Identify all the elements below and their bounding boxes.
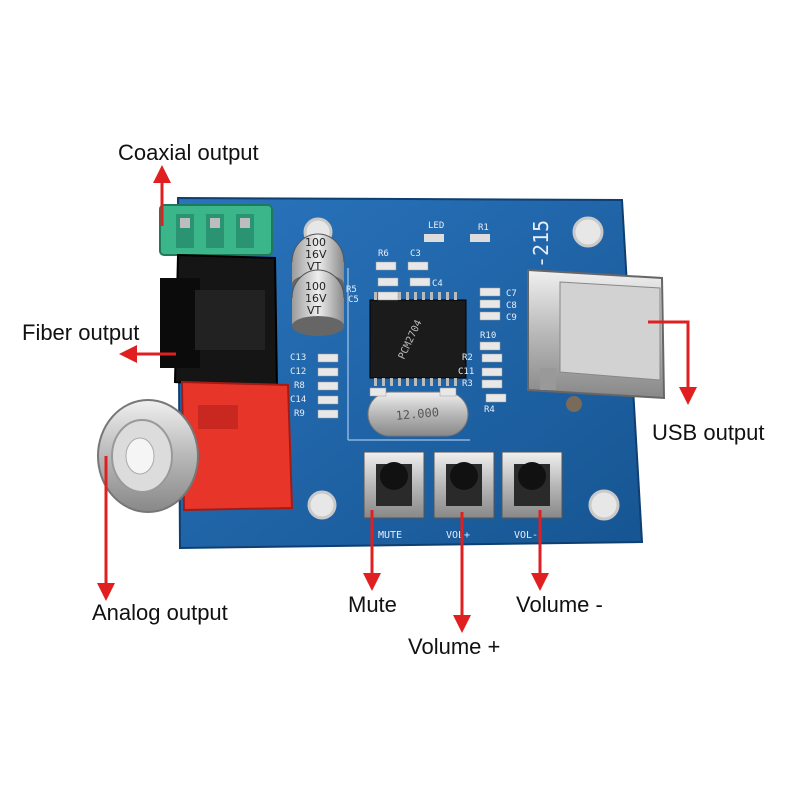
silk-c13: C13 <box>290 353 306 363</box>
cap2-line3: VT <box>307 304 322 317</box>
fiber-connector <box>160 253 279 390</box>
usb-connector <box>527 268 666 412</box>
coaxial-output-label: Coaxial output <box>118 140 259 165</box>
crystal-label: 12.000 <box>395 405 439 423</box>
silk-c3: C3 <box>410 249 421 259</box>
mute-silk: MUTE <box>378 530 402 541</box>
led-label: LED <box>428 221 444 231</box>
silk-r3: R3 <box>462 379 473 389</box>
model-label: -215 <box>529 220 553 268</box>
silk-r5: R5 <box>346 285 357 295</box>
cap1-line1: 100 <box>305 236 326 249</box>
smd-labels: LED R1 R6 C3 C4 R5 C5 C13 C12 R8 C14 R9 … <box>290 221 517 419</box>
coaxial-connector <box>159 204 273 256</box>
pcm-chip: PCM2704 <box>369 292 467 386</box>
silk-r10: R10 <box>480 331 496 341</box>
silk-r2: R2 <box>462 353 473 363</box>
silk-c4: C4 <box>432 279 443 289</box>
silk-c8: C8 <box>506 301 517 311</box>
volm-silk: VOL- <box>514 530 538 541</box>
analog-output-label: Analog output <box>92 600 228 625</box>
callout-arrows <box>97 165 697 633</box>
analog-rca-connector <box>97 380 294 513</box>
silk-r1: R1 <box>478 223 489 233</box>
arrow-usb <box>648 320 697 405</box>
usb-output-label: USB output <box>652 420 765 445</box>
volume-minus-label: Volume - <box>516 592 603 617</box>
silk-c9: C9 <box>506 313 517 323</box>
volume-plus-button: VOL+ <box>433 451 495 541</box>
silk-c7: C7 <box>506 289 517 299</box>
capacitor-2: 100 16V VT <box>291 269 345 336</box>
silk-c12: C12 <box>290 367 306 377</box>
silk-r6: R6 <box>378 249 389 259</box>
fiber-output-label: Fiber output <box>22 320 140 345</box>
cap2-line1: 100 <box>305 280 326 293</box>
cap2-line2: 16V <box>305 292 327 305</box>
silk-r9: R9 <box>294 409 305 419</box>
mute-button: MUTE <box>363 451 425 541</box>
silk-c5: C5 <box>348 295 359 305</box>
volp-silk: VOL+ <box>446 530 470 541</box>
silk-r8: R8 <box>294 381 305 391</box>
silk-r4: R4 <box>484 405 495 415</box>
volume-minus-button: VOL- <box>501 451 563 541</box>
silk-c11: C11 <box>458 367 474 377</box>
mute-label: Mute <box>348 592 397 617</box>
cap1-line2: 16V <box>305 248 327 261</box>
volume-plus-label: Volume + <box>408 634 501 659</box>
crystal: 12.000 <box>367 391 469 437</box>
silk-c14: C14 <box>290 395 306 405</box>
